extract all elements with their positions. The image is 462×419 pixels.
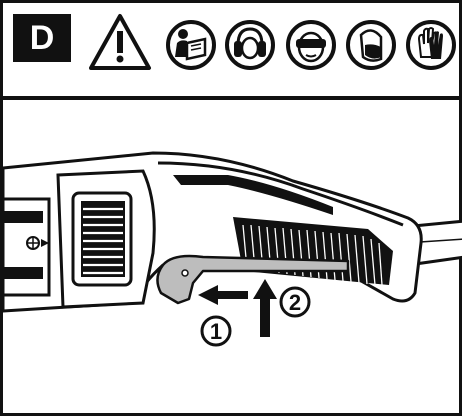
protective-gloves-icon	[406, 20, 456, 70]
step-2-label: 2	[279, 286, 311, 318]
header-divider	[3, 96, 462, 100]
step-1-number: 1	[210, 319, 222, 344]
read-manual-icon	[166, 20, 216, 70]
panel-label: D	[13, 14, 71, 62]
gear-head	[3, 197, 51, 297]
vent-grille	[71, 191, 133, 287]
ear-protection-icon	[225, 20, 275, 70]
eye-protection-icon	[286, 20, 336, 70]
step-1-arrow	[198, 285, 248, 305]
warning-triangle-icon	[89, 14, 151, 70]
step-2-arrow	[253, 279, 277, 337]
dust-mask-icon	[346, 20, 396, 70]
safety-header: D	[3, 3, 462, 99]
grinder-illustration: 1 2	[3, 151, 462, 347]
step-2-number: 2	[289, 290, 301, 315]
switch-lever	[156, 254, 350, 305]
step-1-label: 1	[200, 315, 232, 347]
